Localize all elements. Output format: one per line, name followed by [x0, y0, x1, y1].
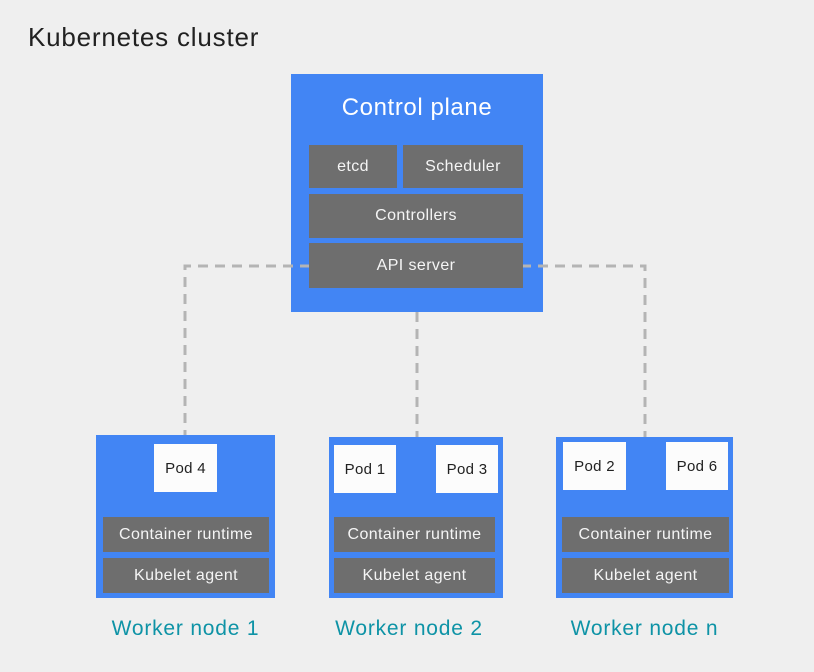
worker-node-2-label: Worker node 2: [335, 617, 483, 640]
pod-box: Pod 4: [154, 444, 217, 492]
kubelet-agent-box: Kubelet agent: [334, 558, 495, 593]
component-scheduler: Scheduler: [403, 145, 523, 188]
worker-node-n-label: Worker node n: [570, 617, 719, 640]
diagram-title: Kubernetes cluster: [28, 22, 260, 52]
component-etcd: etcd: [309, 145, 397, 188]
container-runtime-box: Container runtime: [334, 517, 495, 552]
pod-box: Pod 3: [436, 445, 498, 493]
container-runtime-box: Container runtime: [103, 517, 269, 552]
control-plane-title: Control plane: [341, 94, 493, 121]
worker-node-2: Pod 1 Pod 3 Container runtime Kubelet ag…: [329, 437, 503, 598]
kubelet-agent-box: Kubelet agent: [103, 558, 269, 593]
pod-box: Pod 2: [563, 442, 626, 490]
kubelet-agent-box: Kubelet agent: [562, 558, 729, 593]
control-plane-box: Control plane etcd Scheduler Controllers…: [291, 74, 543, 312]
pod-box: Pod 1: [334, 445, 396, 493]
component-api-server: API server: [309, 243, 523, 288]
component-controllers: Controllers: [309, 194, 523, 238]
container-runtime-box: Container runtime: [562, 517, 729, 552]
pod-box: Pod 6: [666, 442, 728, 490]
worker-node-1: Pod 4 Container runtime Kubelet agent: [96, 435, 275, 598]
worker-node-n: Pod 2 Pod 6 Container runtime Kubelet ag…: [556, 437, 733, 598]
worker-node-1-label: Worker node 1: [111, 617, 260, 640]
